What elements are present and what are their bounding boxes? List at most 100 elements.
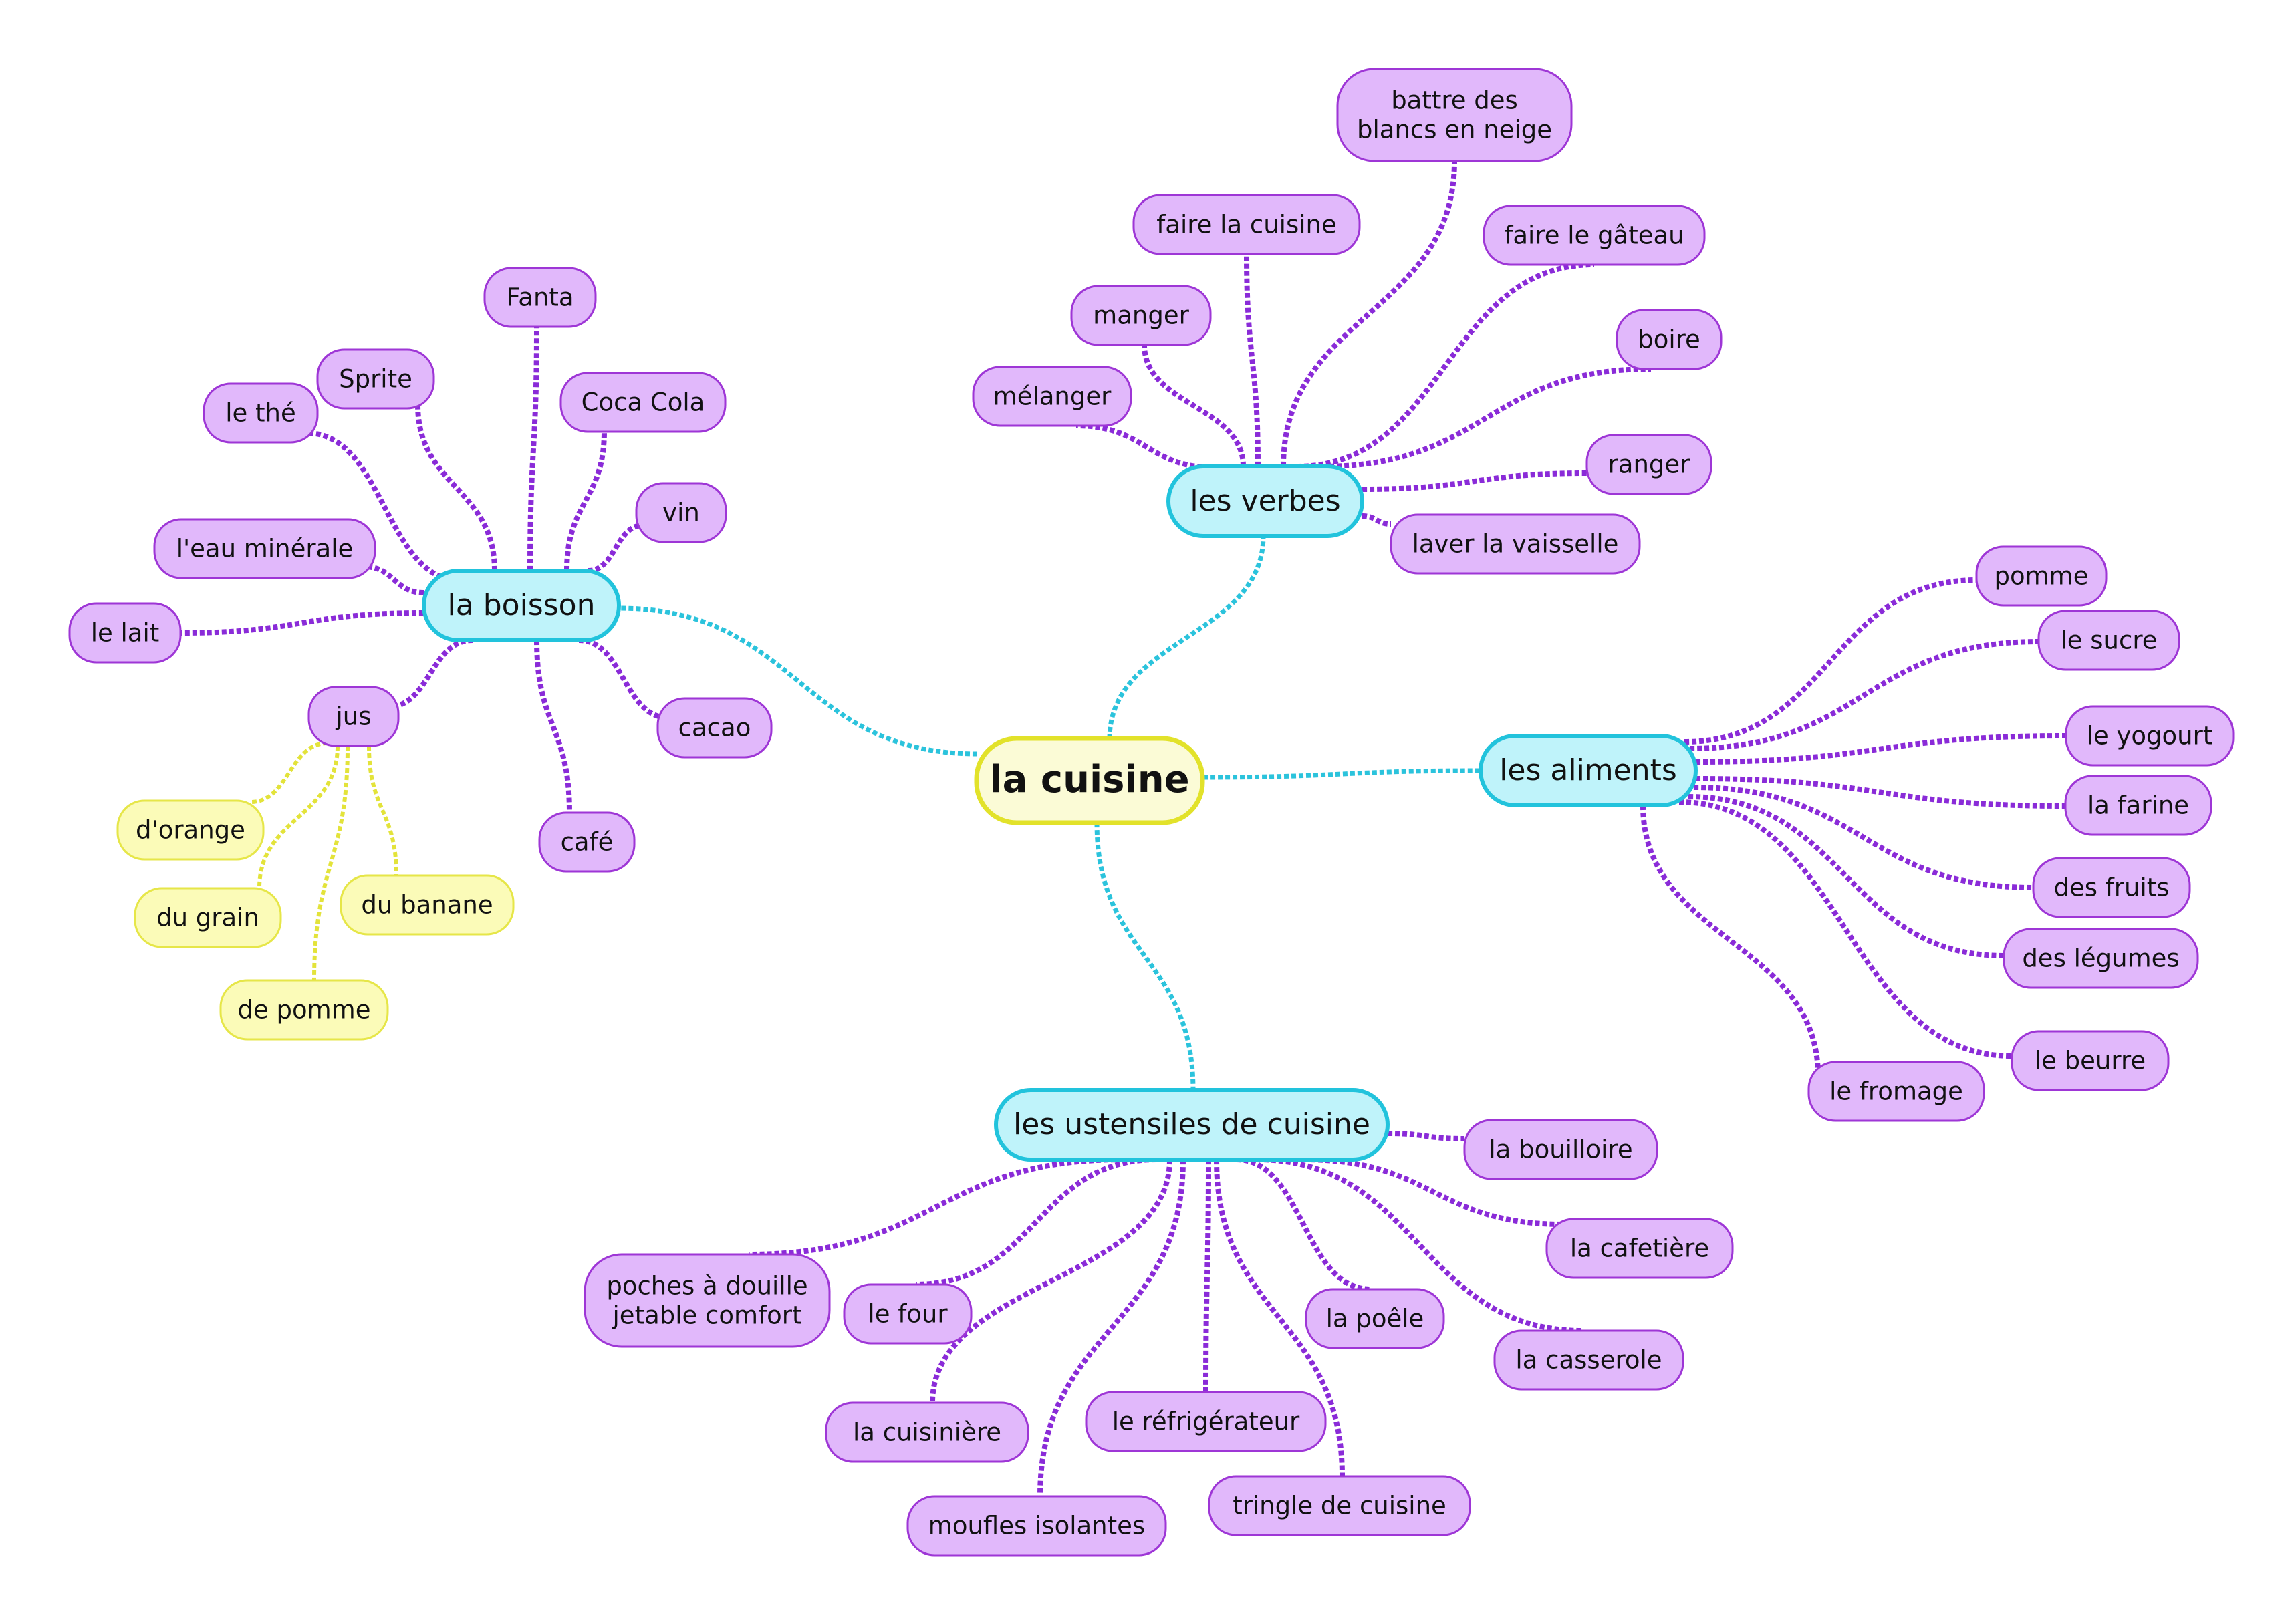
node-sprite-label: Sprite	[339, 365, 412, 394]
node-verbes[interactable]: les verbes	[1166, 464, 1364, 538]
node-vin[interactable]: vin	[635, 482, 727, 543]
node-moufles[interactable]: moufles isolantes	[906, 1495, 1167, 1557]
node-manger[interactable]: manger	[1070, 285, 1212, 346]
edge-central-to-verbes	[1107, 535, 1266, 740]
node-sprite[interactable]: Sprite	[316, 348, 435, 410]
node-boire-box	[1616, 309, 1723, 370]
node-ustensiles[interactable]: les ustensiles de cuisine	[994, 1088, 1390, 1162]
node-poele[interactable]: la poêle	[1305, 1288, 1445, 1349]
node-boisson-box	[422, 569, 621, 642]
edge-jus-to-jbanane	[367, 745, 398, 876]
node-cafe[interactable]: café	[538, 811, 636, 873]
edge-verbes-to-faire_cuisine	[1244, 253, 1261, 467]
edge-jus-to-jpomme	[312, 745, 350, 981]
edge-boisson-to-eau	[364, 564, 424, 595]
edge-ustensiles-to-tringle	[1214, 1159, 1345, 1477]
edge-aliments-to-legumes	[1688, 794, 2005, 958]
node-tringle-label: tringle de cuisine	[1233, 1492, 1446, 1520]
node-melanger-label: mélanger	[993, 382, 1112, 411]
node-coca[interactable]: Coca Cola	[559, 372, 727, 433]
node-farine-label: la farine	[2087, 791, 2189, 820]
node-faire_cuisine-label: faire la cuisine	[1156, 211, 1336, 239]
node-cacao[interactable]: cacao	[656, 697, 773, 759]
node-sprite-box	[316, 348, 435, 410]
node-the-box	[203, 382, 319, 444]
node-verbes-box	[1166, 464, 1364, 538]
edge-boisson-to-jus	[387, 638, 473, 710]
edge-verbes-to-manger	[1142, 344, 1246, 467]
edge-boisson-to-cacao	[578, 638, 669, 720]
node-boisson-label: la boisson	[448, 588, 596, 622]
node-lait[interactable]: le lait	[68, 602, 182, 664]
node-central-label: la cuisine	[989, 758, 1189, 801]
node-aliments[interactable]: les aliments	[1479, 734, 1698, 807]
edge-aliments-to-yogourt	[1695, 733, 2067, 765]
node-refrigerateur[interactable]: le réfrigérateur	[1085, 1391, 1327, 1452]
node-yogourt[interactable]: le yogourt	[2065, 705, 2235, 767]
node-fromage[interactable]: le fromage	[1807, 1061, 1985, 1122]
node-fromage-box	[1807, 1061, 1985, 1122]
node-melanger[interactable]: mélanger	[972, 366, 1132, 427]
edge-boisson-to-coca	[564, 430, 607, 571]
node-ranger[interactable]: ranger	[1585, 434, 1712, 495]
node-fromage-label: le fromage	[1829, 1077, 1963, 1106]
node-bouilloire[interactable]: la bouilloire	[1463, 1119, 1658, 1180]
node-lait-box	[68, 602, 182, 664]
node-jus-label: jus	[335, 702, 371, 731]
node-laver-box	[1390, 513, 1641, 575]
node-casserole-label: la casserole	[1515, 1346, 1662, 1375]
node-the[interactable]: le thé	[203, 382, 319, 444]
node-eau[interactable]: l'eau minérale	[153, 518, 376, 579]
node-sucre-box	[2037, 610, 2180, 671]
node-jbanane[interactable]: du banane	[340, 874, 515, 936]
node-moufles-box	[906, 1495, 1167, 1557]
node-legumes-box	[2003, 928, 2199, 989]
node-sucre[interactable]: le sucre	[2037, 610, 2180, 671]
node-jpomme[interactable]: de pomme	[219, 979, 389, 1041]
edge-boisson-to-the	[306, 430, 463, 584]
node-jorange[interactable]: d'orange	[116, 799, 265, 861]
node-verbes-label: les verbes	[1190, 484, 1340, 518]
node-fruits[interactable]: des fruits	[2032, 857, 2191, 918]
node-faire_cuisine[interactable]: faire la cuisine	[1132, 194, 1361, 255]
edge-ustensiles-to-poches	[748, 1157, 1124, 1257]
node-casserole[interactable]: la casserole	[1493, 1329, 1684, 1391]
node-tringle[interactable]: tringle de cuisine	[1208, 1475, 1471, 1536]
node-boire[interactable]: boire	[1616, 309, 1723, 370]
edge-jus-to-jgrain	[257, 745, 340, 889]
edge-boisson-to-fanta	[527, 326, 539, 571]
node-laver[interactable]: laver la vaisselle	[1390, 513, 1641, 575]
node-cuisiniere-label: la cuisinière	[853, 1418, 1001, 1447]
node-farine[interactable]: la farine	[2064, 775, 2212, 836]
node-four-box	[843, 1283, 973, 1345]
edge-aliments-to-farine	[1695, 776, 2066, 809]
node-cafe-label: café	[561, 828, 614, 857]
node-jgrain-label: du grain	[156, 904, 259, 932]
node-faire_gateau[interactable]: faire le gâteau	[1483, 205, 1706, 266]
node-jgrain[interactable]: du grain	[134, 887, 282, 948]
node-beurre[interactable]: le beurre	[2011, 1030, 2170, 1091]
node-bouilloire-label: la bouilloire	[1489, 1135, 1632, 1164]
node-central[interactable]: la cuisine	[974, 736, 1205, 825]
node-four[interactable]: le four	[843, 1283, 973, 1345]
node-cuisiniere[interactable]: la cuisinière	[825, 1401, 1029, 1463]
node-legumes[interactable]: des légumes	[2003, 928, 2199, 989]
edge-central-to-aliments	[1202, 768, 1482, 780]
node-cafetiere[interactable]: la cafetière	[1545, 1218, 1734, 1279]
node-faire_gateau-label: faire le gâteau	[1504, 221, 1684, 250]
edge-boisson-to-sprite	[415, 404, 497, 571]
edge-boisson-to-cafe	[534, 640, 572, 813]
edge-ustensiles-to-cuisiniere	[930, 1159, 1172, 1403]
node-jus[interactable]: jus	[307, 686, 400, 747]
node-a_pomme[interactable]: pomme	[1975, 545, 2108, 607]
edge-aliments-to-fruits	[1693, 785, 2034, 890]
node-manger-label: manger	[1093, 301, 1189, 330]
node-coca-label: Coca Cola	[582, 388, 705, 417]
node-boisson[interactable]: la boisson	[422, 569, 621, 642]
node-poches-label: jetable comfort	[612, 1301, 802, 1330]
node-beurre-label: le beurre	[2035, 1047, 2146, 1075]
node-lait-label: le lait	[91, 619, 160, 648]
node-fanta[interactable]: Fanta	[483, 267, 597, 328]
